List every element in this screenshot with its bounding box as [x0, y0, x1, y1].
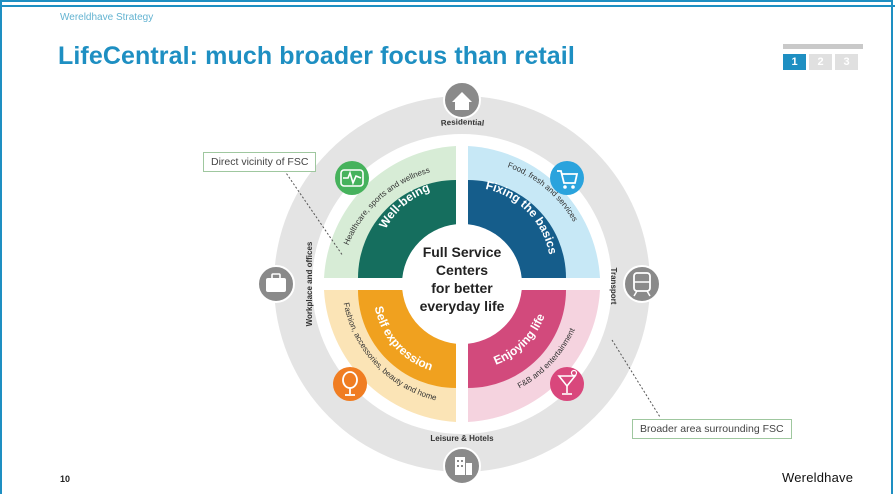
- center-line-1: Full Service: [423, 244, 502, 260]
- mirror-icon: [333, 367, 367, 401]
- ring-label-residential: Residential: [440, 118, 484, 128]
- train-icon: [623, 265, 661, 303]
- center-line-4: everyday life: [420, 298, 505, 314]
- leader-broader: [611, 339, 661, 418]
- page-title: LifeCentral: much broader focus than ret…: [58, 42, 575, 70]
- hotel-icon: [443, 447, 481, 485]
- center-line-2: Centers: [436, 262, 488, 278]
- ring-label-workplace: Workplace and offices: [305, 241, 314, 326]
- pager-page-3[interactable]: 3: [835, 54, 858, 70]
- top-rule: [0, 0, 895, 7]
- callout-broader-area: Broader area surrounding FSC: [632, 419, 792, 439]
- center-circle: [402, 224, 522, 344]
- center-line-3: for better: [431, 280, 493, 296]
- briefcase-icon: [257, 265, 295, 303]
- house-icon: [443, 81, 481, 119]
- ring-label-transport: Transport: [609, 268, 618, 305]
- callout-direct-vicinity: Direct vicinity of FSC: [203, 152, 317, 172]
- heartbeat-icon: [335, 161, 369, 195]
- header-label: Wereldhave Strategy: [60, 12, 154, 23]
- pager-page-1[interactable]: 1: [783, 54, 806, 70]
- brand-logo: Wereldhave: [782, 470, 854, 485]
- svg-text:Residential: Residential: [440, 118, 484, 128]
- pager-bar: [783, 44, 863, 49]
- cocktail-icon: [550, 367, 584, 401]
- leader-direct: [281, 166, 344, 257]
- ring-label-leisure: Leisure & Hotels: [430, 434, 494, 443]
- shopping-cart-icon: [550, 161, 584, 195]
- page-number: 10: [60, 474, 71, 484]
- pager-page-2[interactable]: 2: [809, 54, 832, 70]
- pager: 1 2 3: [783, 44, 863, 70]
